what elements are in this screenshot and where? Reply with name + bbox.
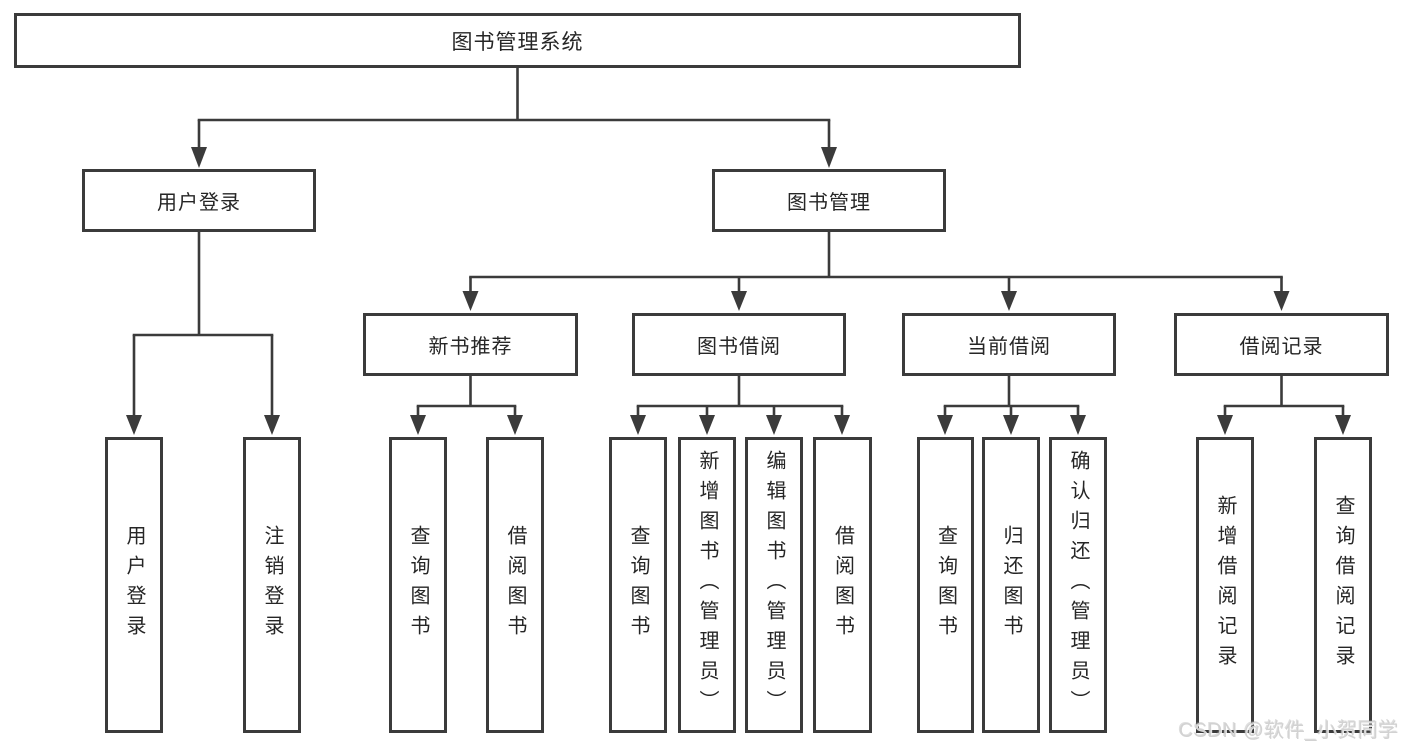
arrow-down-icon [1070,415,1086,435]
leaf-logout: 注销登录 [243,437,301,733]
arrow-down-icon [1335,415,1351,435]
node-user-login: 用户登录 [82,169,316,232]
leaf-borrow-books-recommend: 借阅图书 [486,437,544,733]
leaf-add-borrow-record: 新增借阅记录 [1196,437,1254,733]
arrow-down-icon [766,415,782,435]
node-borrow-record: 借阅记录 [1174,313,1389,376]
leaf-label: 新增借阅记录 [1214,495,1236,675]
leaf-borrow-books: 借阅图书 [813,437,872,733]
node-book-borrow: 图书借阅 [632,313,846,376]
leaf-query-books-current: 查询图书 [917,437,974,733]
leaf-label: 借阅图书 [504,525,526,645]
leaf-label: 注销登录 [261,525,283,645]
arrow-down-icon [1273,291,1290,311]
arrow-down-icon [699,415,715,435]
leaf-label: 编辑图书（管理员） [763,450,785,720]
arrow-down-icon [1003,415,1019,435]
leaf-query-books-borrow: 查询图书 [609,437,667,733]
arrow-down-icon [1001,291,1017,311]
leaf-user-login: 用户登录 [105,437,163,733]
arrow-down-icon [410,415,426,435]
arrow-down-icon [1217,415,1233,435]
node-book-management: 图书管理 [712,169,946,232]
leaf-label: 确认归还（管理员） [1067,450,1089,720]
leaf-return-books: 归还图书 [982,437,1040,733]
leaf-label: 查询图书 [934,525,957,645]
leaf-confirm-return-admin: 确认归还（管理员） [1049,437,1107,733]
arrow-down-icon [264,415,280,435]
arrow-down-icon [462,291,479,311]
leaf-label: 查询图书 [627,525,649,645]
node-new-book-recommend: 新书推荐 [363,313,578,376]
arrow-down-icon [191,147,207,168]
arrow-down-icon [507,415,523,435]
leaf-add-books-admin: 新增图书（管理员） [678,437,736,733]
leaf-query-books-recommend: 查询图书 [389,437,447,733]
arrow-down-icon [937,415,953,435]
leaf-label: 新增图书（管理员） [696,450,718,720]
watermark: CSDN @软件_小贺同学 [1178,720,1399,742]
leaf-label: 用户登录 [123,525,145,645]
arrow-down-icon [821,147,837,168]
leaf-label: 查询借阅记录 [1332,495,1354,675]
leaf-query-borrow-record: 查询借阅记录 [1314,437,1372,733]
leaf-label: 查询图书 [407,525,429,645]
leaf-edit-books-admin: 编辑图书（管理员） [745,437,803,733]
connector-lines [132,68,1345,416]
node-current-borrow: 当前借阅 [902,313,1116,376]
arrow-down-icon [834,415,850,435]
node-root-system: 图书管理系统 [14,13,1021,68]
leaf-label: 借阅图书 [831,525,854,645]
arrowheads [126,147,1351,435]
arrow-down-icon [126,415,142,435]
leaf-label: 归还图书 [1000,525,1022,645]
arrow-down-icon [630,415,646,435]
arrow-down-icon [731,291,747,311]
